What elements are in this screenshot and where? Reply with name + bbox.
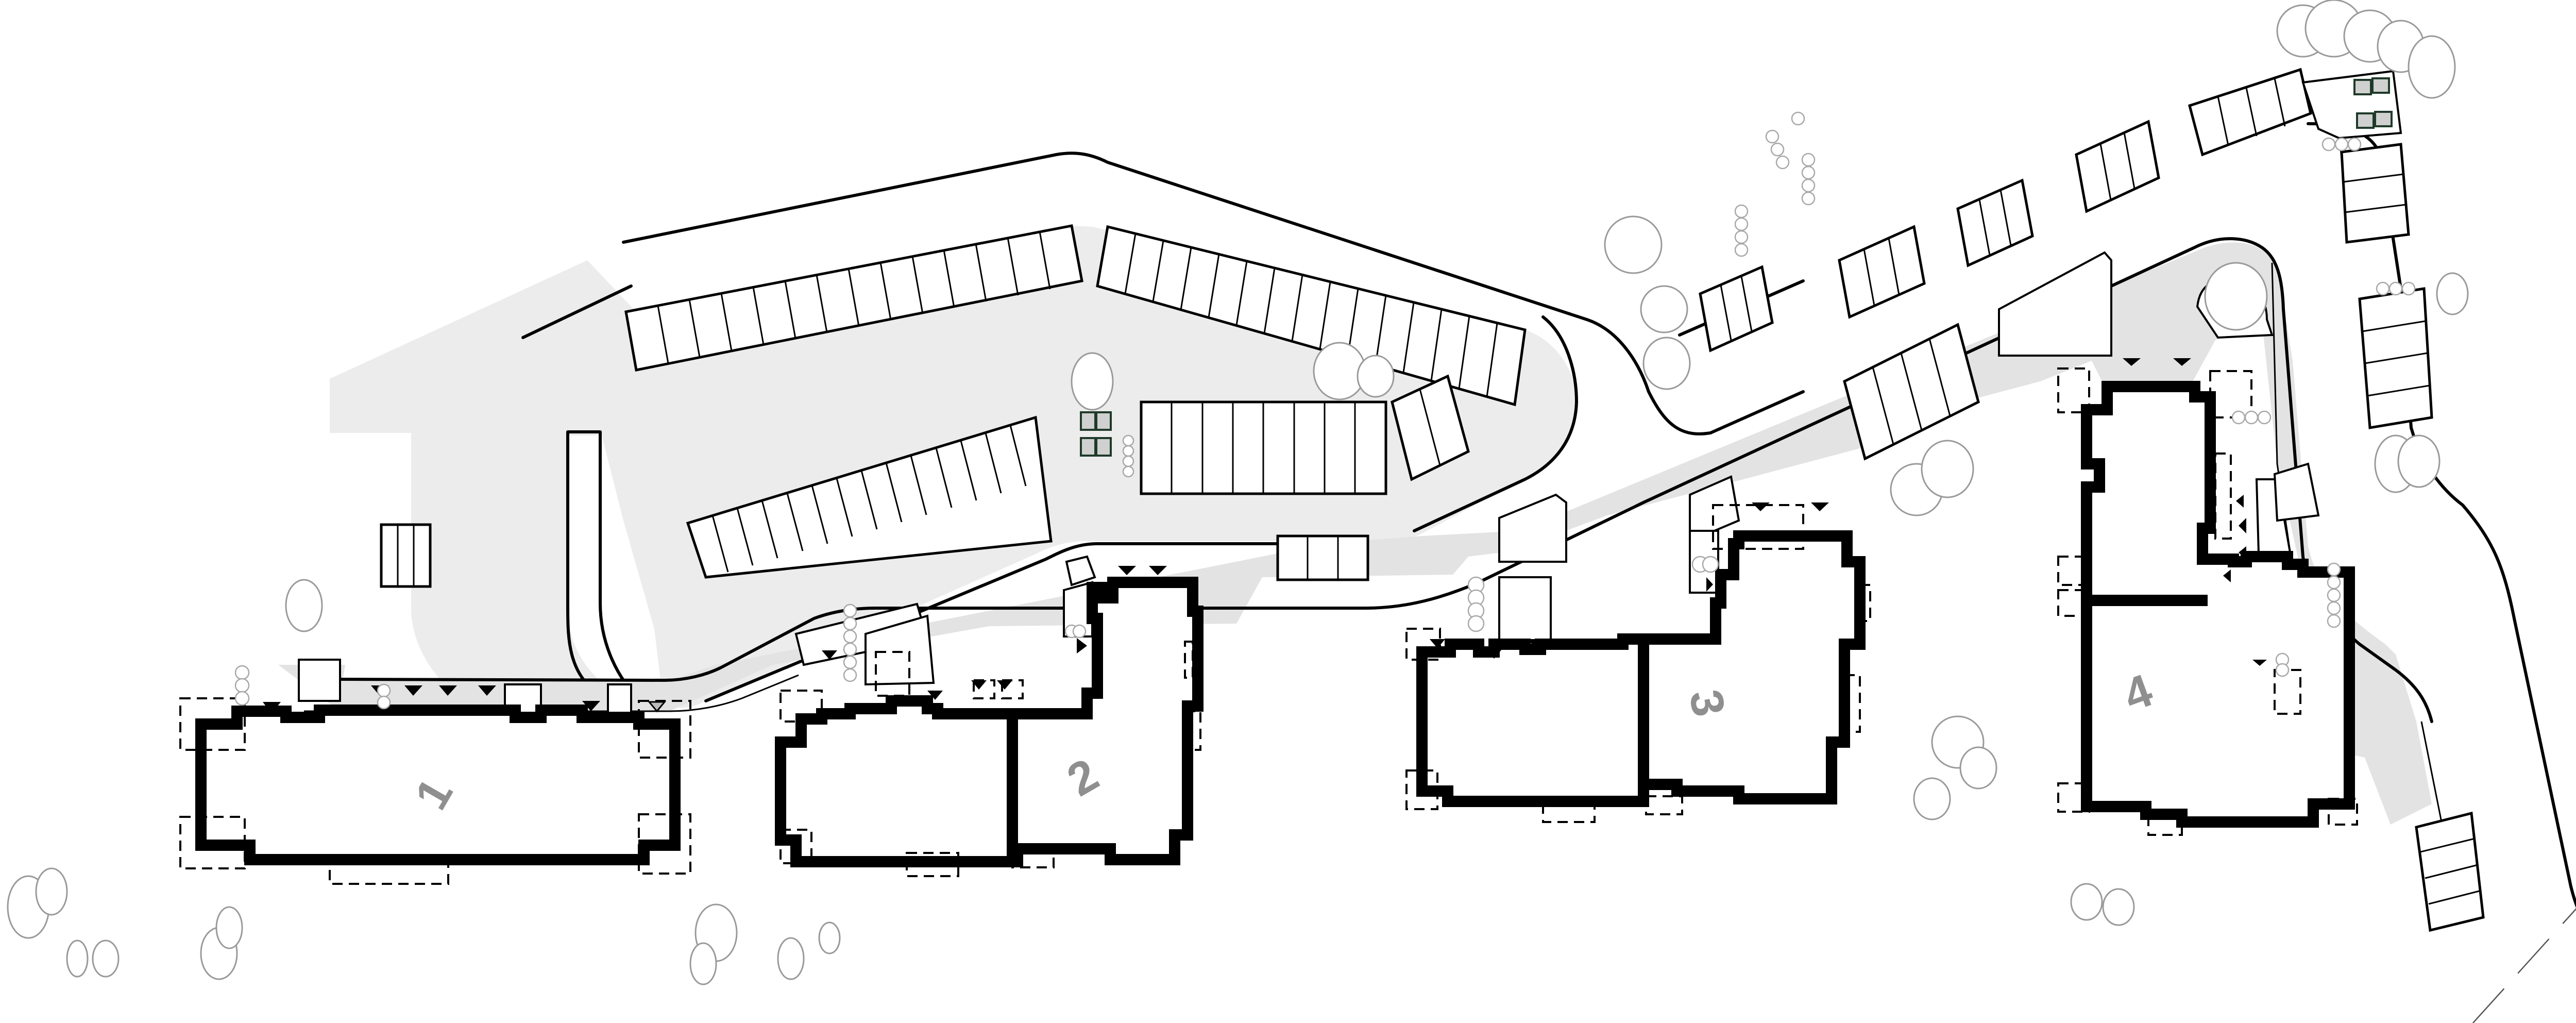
shrubs: [234, 111, 2416, 710]
parking-row-east-pair: [1391, 374, 1470, 481]
parking-block-court-entrance: [380, 523, 432, 588]
building-3[interactable]: 3: [1405, 504, 1871, 823]
parking-bays-outer-road: [1699, 68, 2312, 353]
building-2[interactable]: 2: [775, 577, 1204, 877]
building-1[interactable]: 1: [179, 697, 691, 885]
bin-store-court: [1080, 411, 1112, 457]
parking-row-north-right: [1096, 225, 1527, 407]
entry-triangle-icon: [263, 702, 281, 714]
parking-row-middle: [1140, 400, 1387, 495]
building-4[interactable]: 4: [2057, 367, 2358, 836]
tree-icon: [285, 579, 323, 632]
parking-block-building3: [1843, 323, 1980, 461]
parking-row-south: [686, 415, 1053, 579]
bin-store-north-east: [2301, 70, 2402, 140]
trees: [7, 0, 2469, 985]
parking-block-road-south: [1276, 534, 1369, 581]
parking-row-north-left: [624, 224, 1083, 372]
site-boundary-line: [2472, 908, 2576, 1023]
parking-column-east: [2340, 143, 2433, 429]
parking-block-south-east: [2415, 811, 2485, 932]
